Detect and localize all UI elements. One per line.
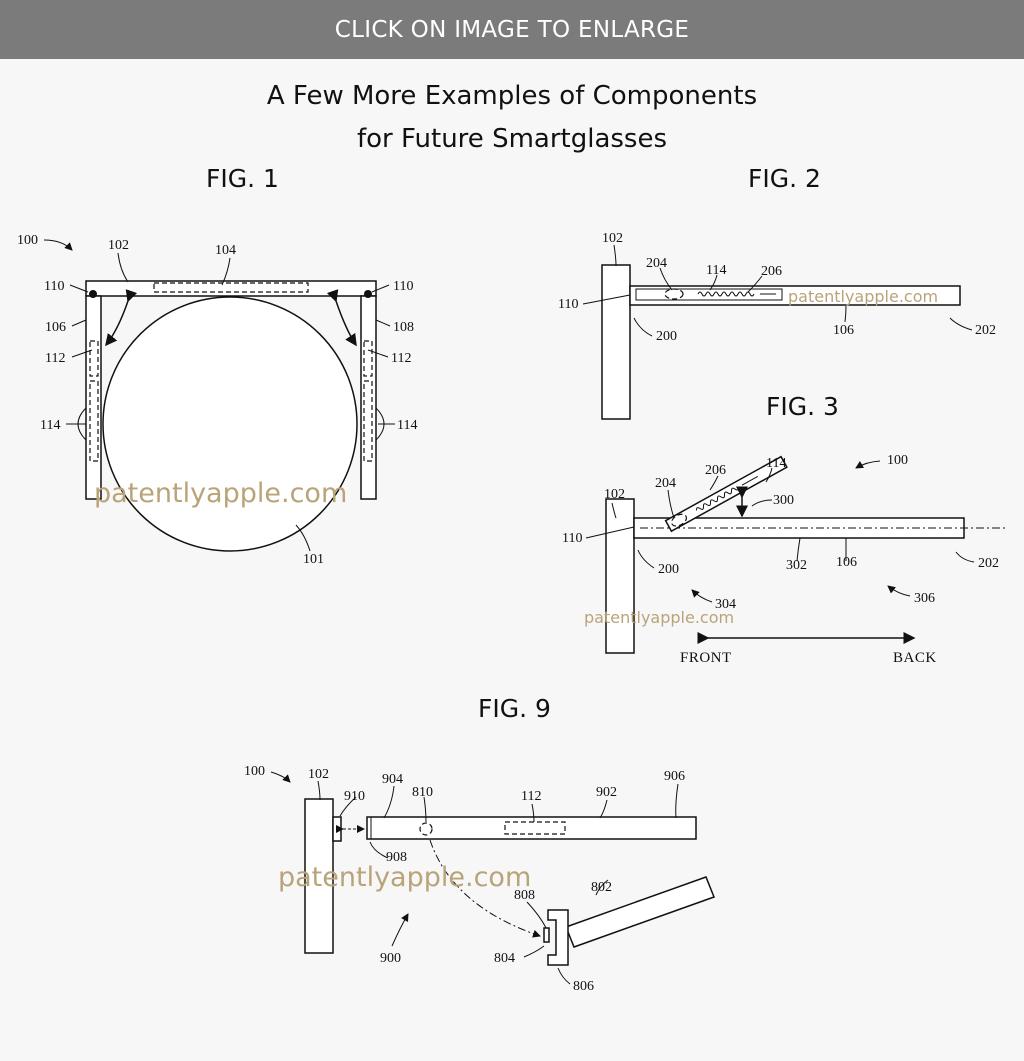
fig1-component-104 [153,282,309,293]
fig9-ref-906: 906 [664,769,685,784]
fig1-drawing: 100 102 104 110 110 106 108 112 112 114 … [17,233,417,567]
direction-front: FRONT [680,650,732,666]
fig9-module-804 [547,909,569,966]
page-title-line-1: A Few More Examples of Components [266,81,758,111]
fig3-ref-110: 110 [562,531,582,546]
fig2-ref-102: 102 [602,231,623,246]
fig9-ref-904: 904 [382,772,403,787]
fig3-ref-306: 306 [914,591,935,606]
fig3-drawing: 102 204 206 114 100 300 110 200 302 106 … [562,453,1005,666]
enlarge-banner[interactable]: CLICK ON IMAGE TO ENLARGE [0,0,1024,59]
fig1-head-circle [102,296,358,552]
fig3-ref-202: 202 [978,556,999,571]
fig1-ref-112-right: 112 [391,351,411,366]
fig1-left-temple [85,295,102,500]
fig9-ref-808: 808 [514,888,535,903]
fig2-ref-110: 110 [558,297,578,312]
fig3-ref-100: 100 [887,453,908,468]
fig9-ref-112: 112 [521,789,541,804]
fig9-ref-902: 902 [596,785,617,800]
fig3-ref-204: 204 [655,476,676,491]
fig9-front-frame [304,798,334,954]
fig3-ref-106: 106 [836,555,857,570]
fig1-ref-100: 100 [17,233,38,248]
fig2-ref-204: 204 [646,256,667,271]
direction-back: BACK [893,650,937,666]
fig1-left-hinge [89,290,97,298]
fig1-right-hinge [364,290,372,298]
fig1-ref-110-left: 110 [44,279,64,294]
fig1-ref-101: 101 [303,552,324,567]
fig9-temple [366,816,697,840]
fig1-right-temple [360,295,377,500]
fig9-ref-810: 810 [412,785,433,800]
watermark-fig9: patentlyapple.com [278,862,531,893]
fig9-connector-910 [332,816,342,842]
fig2-drawing: 102 204 114 206 110 200 106 202 patently… [558,231,996,420]
fig1-ref-110-right: 110 [393,279,413,294]
fig1-ref-108: 108 [393,320,414,335]
fig9-detached-temple [565,876,715,948]
fig1-ref-112-left: 112 [45,351,65,366]
fig1-ref-104: 104 [215,243,236,258]
fig9-ref-910: 910 [344,789,365,804]
fig2-ref-200: 200 [656,329,677,344]
fig1-ref-114-right: 114 [397,418,417,433]
fig9-ref-908: 908 [386,850,407,865]
fig1-ref-114-left: 114 [40,418,60,433]
fig2-ref-106: 106 [833,323,854,338]
fig1-label: FIG. 1 [206,164,279,193]
fig3-ref-206: 206 [705,463,726,478]
fig9-ref-804: 804 [494,951,515,966]
fig2-label: FIG. 2 [748,164,821,193]
fig9-ref-900: 900 [380,951,401,966]
fig9-ref-802: 802 [591,880,612,895]
fig9-drawing: 100 102 910 904 810 112 902 906 908 802 … [244,764,715,994]
fig2-ref-202: 202 [975,323,996,338]
watermark-fig2: patentlyapple.com [788,287,938,306]
page-title-line-2: for Future Smartglasses [356,124,668,154]
watermark-fig3: patentlyapple.com [584,608,734,627]
fig3-label: FIG. 3 [766,392,839,421]
fig1-ref-106: 106 [45,320,66,335]
fig3-ref-302: 302 [786,558,807,573]
fig9-ref-100: 100 [244,764,265,779]
fig9-ref-102: 102 [308,767,329,782]
fig1-ref-102: 102 [108,238,129,253]
fig9-ref-806: 806 [573,979,594,994]
fig2-front-frame [601,264,631,420]
fig3-ref-300: 300 [773,493,794,508]
fig3-ref-200: 200 [658,562,679,577]
fig3-ref-114: 114 [766,456,786,471]
fig3-ref-102: 102 [604,487,625,502]
fig2-ref-206: 206 [761,264,782,279]
fig2-ref-114: 114 [706,263,726,278]
fig3-front-frame [605,498,635,654]
fig9-label: FIG. 9 [478,694,551,723]
fig3-ref-304: 304 [715,597,736,612]
watermark-fig1: patentlyapple.com [94,478,347,509]
